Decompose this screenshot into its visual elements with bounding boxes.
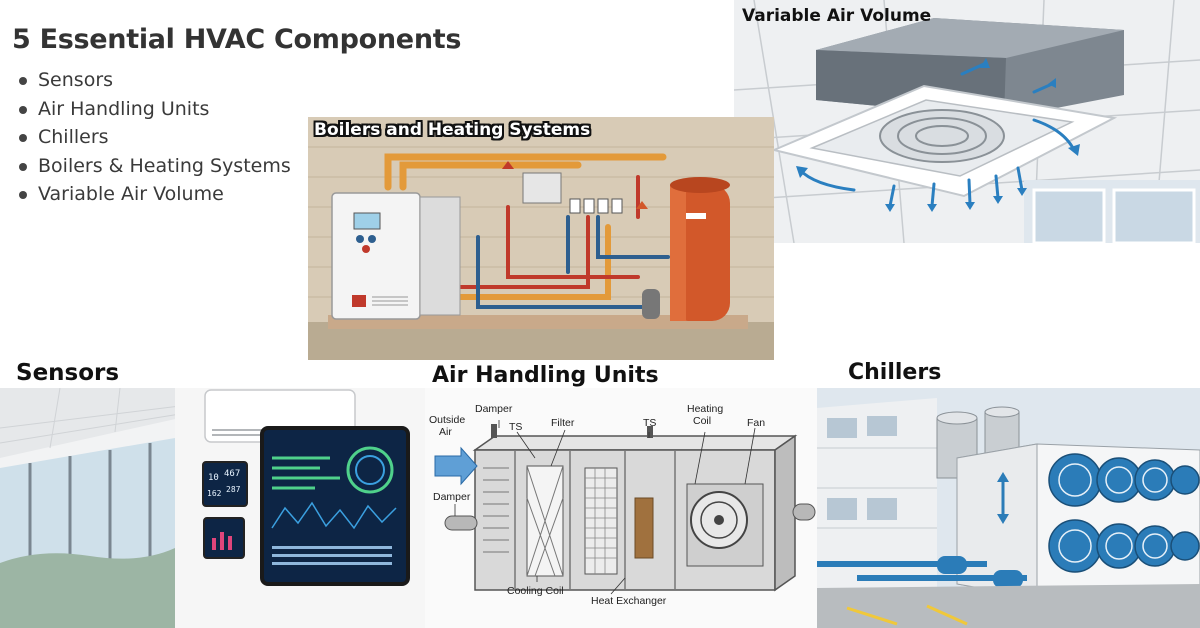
svg-text:Cooling Coil: Cooling Coil bbox=[507, 585, 564, 597]
boilers-image: Boilers and Heating Systems bbox=[308, 117, 774, 360]
svg-text:Fan: Fan bbox=[747, 417, 765, 429]
svg-text:467: 467 bbox=[224, 469, 240, 479]
svg-text:162: 162 bbox=[207, 489, 222, 498]
svg-text:10: 10 bbox=[208, 473, 219, 483]
list-item: Boilers & Heating Systems bbox=[16, 152, 291, 181]
svg-text:Damper: Damper bbox=[475, 403, 513, 415]
page-title: 5 Essential HVAC Components bbox=[12, 24, 462, 55]
list-item: Air Handling Units bbox=[16, 95, 291, 124]
list-item: Sensors bbox=[16, 66, 291, 95]
vav-image: Variable Air Volume bbox=[734, 0, 1200, 243]
ahu-image: Outside Air Damper TS Filter TS Heating … bbox=[425, 388, 817, 628]
svg-text:TS: TS bbox=[509, 421, 522, 433]
ahu-label: Air Handling Units bbox=[432, 363, 659, 388]
boilers-label: Boilers and Heating Systems bbox=[314, 120, 591, 140]
vav-label: Variable Air Volume bbox=[742, 6, 932, 26]
svg-text:Heating: Heating bbox=[687, 403, 723, 415]
list-item: Chillers bbox=[16, 123, 291, 152]
svg-text:Heat Exchanger: Heat Exchanger bbox=[591, 595, 667, 607]
sensors-image: 10 467 162 287 bbox=[0, 388, 425, 628]
svg-text:Coil: Coil bbox=[693, 415, 711, 427]
list-item: Variable Air Volume bbox=[16, 180, 291, 209]
svg-text:287: 287 bbox=[226, 485, 241, 494]
chillers-image bbox=[817, 388, 1200, 628]
svg-text:TS: TS bbox=[643, 417, 656, 429]
svg-text:Filter: Filter bbox=[551, 417, 575, 429]
chillers-label: Chillers bbox=[848, 360, 942, 385]
svg-text:Air: Air bbox=[439, 426, 452, 438]
svg-text:Damper: Damper bbox=[433, 491, 471, 503]
svg-text:Outside: Outside bbox=[429, 414, 465, 426]
component-list: Sensors Air Handling Units Chillers Boil… bbox=[16, 66, 291, 209]
sensors-label: Sensors bbox=[16, 360, 120, 386]
